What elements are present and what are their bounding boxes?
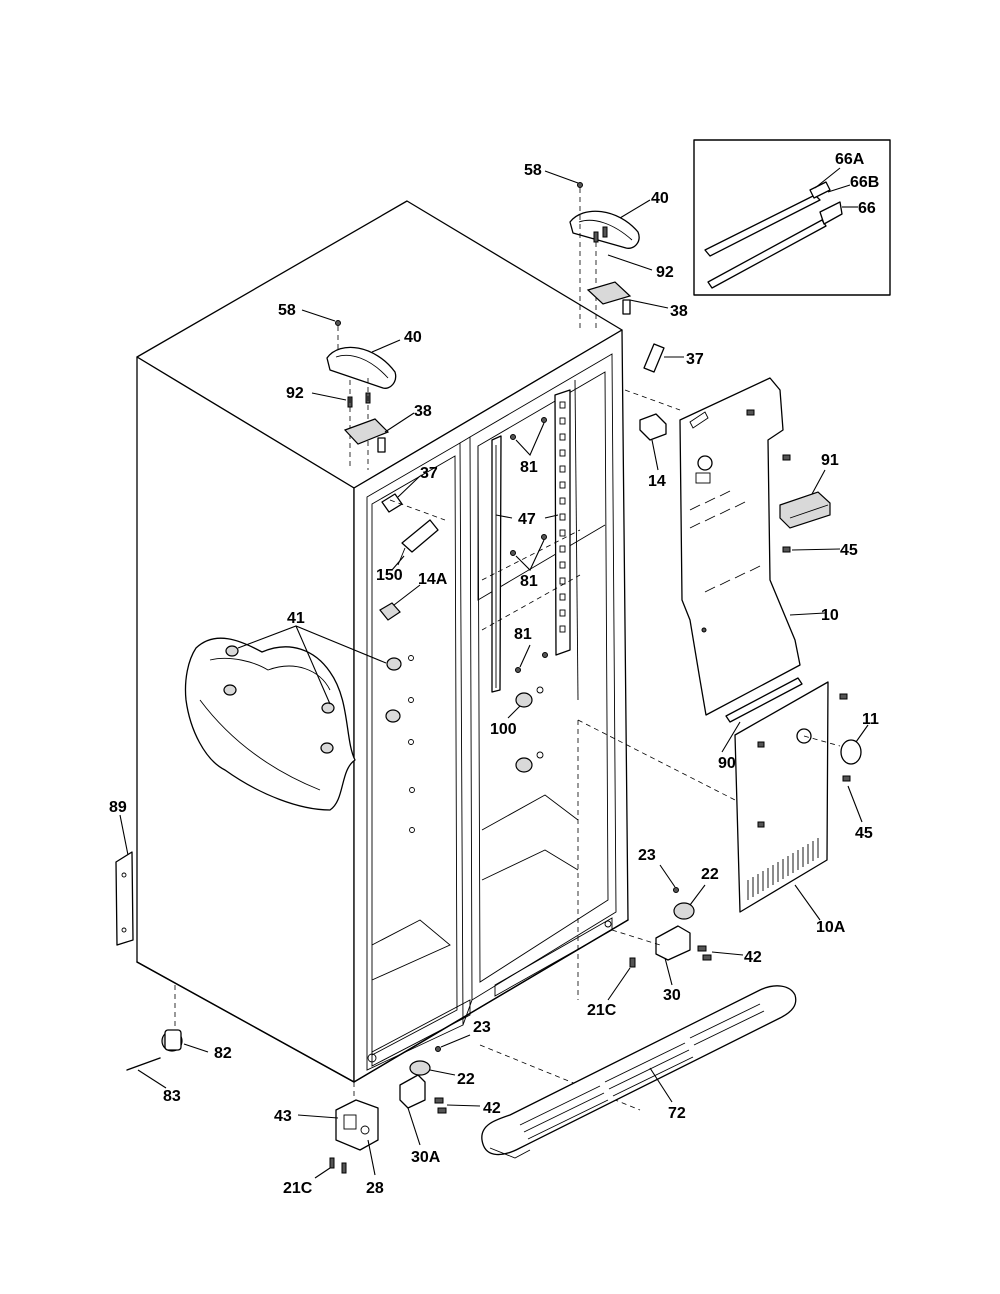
shelf-rails xyxy=(481,389,581,693)
callout-labels: 58 40 92 38 37 14 58 40 92 38 37 150 14A… xyxy=(109,151,879,1197)
back-panel-10A xyxy=(577,681,829,1000)
callout-47: 47 xyxy=(518,511,536,528)
rail-slots xyxy=(559,401,566,633)
callout-11: 11 xyxy=(862,711,879,728)
callout-90: 90 xyxy=(718,755,736,772)
freezer-upper-parts xyxy=(379,475,446,621)
callout-14: 14 xyxy=(648,473,666,490)
callout-30: 30 xyxy=(663,987,681,1004)
callout-89: 89 xyxy=(109,799,127,816)
callout-10A: 10A xyxy=(816,919,846,936)
plug-11-screws-45 xyxy=(803,693,869,823)
callout-21C-right: 21C xyxy=(587,1002,617,1019)
callout-42-left: 42 xyxy=(483,1100,501,1117)
switch-14 xyxy=(624,389,681,471)
callout-38-top-right: 38 xyxy=(670,303,688,320)
callout-66B: 66B xyxy=(850,174,879,191)
callout-21C-left: 21C xyxy=(283,1180,313,1197)
bracket-91 xyxy=(779,469,831,529)
callout-83: 83 xyxy=(163,1088,181,1105)
callout-81-lower: 81 xyxy=(514,626,532,643)
callout-81-upper: 81 xyxy=(520,459,538,476)
callout-43: 43 xyxy=(274,1108,292,1125)
callout-45-lower: 45 xyxy=(855,825,873,842)
roller-bracket-left xyxy=(297,1034,641,1179)
callout-40-top-right: 40 xyxy=(651,190,669,207)
back-panel-screws xyxy=(746,409,841,553)
callout-30A: 30A xyxy=(411,1149,441,1166)
back-panel-slots xyxy=(689,490,761,593)
top-hinge-left xyxy=(301,309,415,470)
callout-22-right: 22 xyxy=(701,866,719,883)
callout-23-left: 23 xyxy=(473,1019,491,1036)
callout-72: 72 xyxy=(668,1105,686,1122)
callout-150: 150 xyxy=(376,567,403,584)
grille-slots xyxy=(519,1003,765,1140)
vent-louvers xyxy=(747,838,819,900)
inset-box xyxy=(693,139,891,296)
back-panel-10 xyxy=(679,377,826,716)
callout-38-top-left: 38 xyxy=(414,403,432,420)
callout-100: 100 xyxy=(490,721,517,738)
callout-22-left: 22 xyxy=(457,1071,475,1088)
callout-14A: 14A xyxy=(418,571,448,588)
top-hinge-right xyxy=(544,170,669,330)
callout-81-middle: 81 xyxy=(520,573,538,590)
callout-45-upper: 45 xyxy=(840,542,858,559)
callout-82: 82 xyxy=(214,1045,232,1062)
callout-66A: 66A xyxy=(835,151,865,168)
callout-58-top-right: 58 xyxy=(524,162,542,179)
shelf-supports-100 xyxy=(507,686,544,773)
bracket-89 xyxy=(115,814,134,946)
strip-90 xyxy=(721,677,803,753)
toe-grille-72 xyxy=(481,985,797,1159)
callout-40-top-left: 40 xyxy=(404,329,422,346)
leveler-82-83 xyxy=(126,985,209,1089)
callout-42-right: 42 xyxy=(744,949,762,966)
callout-23-right: 23 xyxy=(638,847,656,864)
hinge-cam-37-upper xyxy=(643,343,684,373)
callout-37-left: 37 xyxy=(420,465,438,482)
callout-10: 10 xyxy=(821,607,839,624)
callout-92-top-left: 92 xyxy=(286,385,304,402)
roller-bracket-right xyxy=(607,864,744,1001)
callout-37-top-right: 37 xyxy=(686,351,704,368)
callout-66: 66 xyxy=(858,200,876,217)
callout-92-top-right: 92 xyxy=(656,264,674,281)
callout-58-top-left: 58 xyxy=(278,302,296,319)
callout-91: 91 xyxy=(821,452,839,469)
door-liner-41 xyxy=(184,625,402,811)
callout-28: 28 xyxy=(366,1180,384,1197)
callout-41: 41 xyxy=(287,610,305,627)
